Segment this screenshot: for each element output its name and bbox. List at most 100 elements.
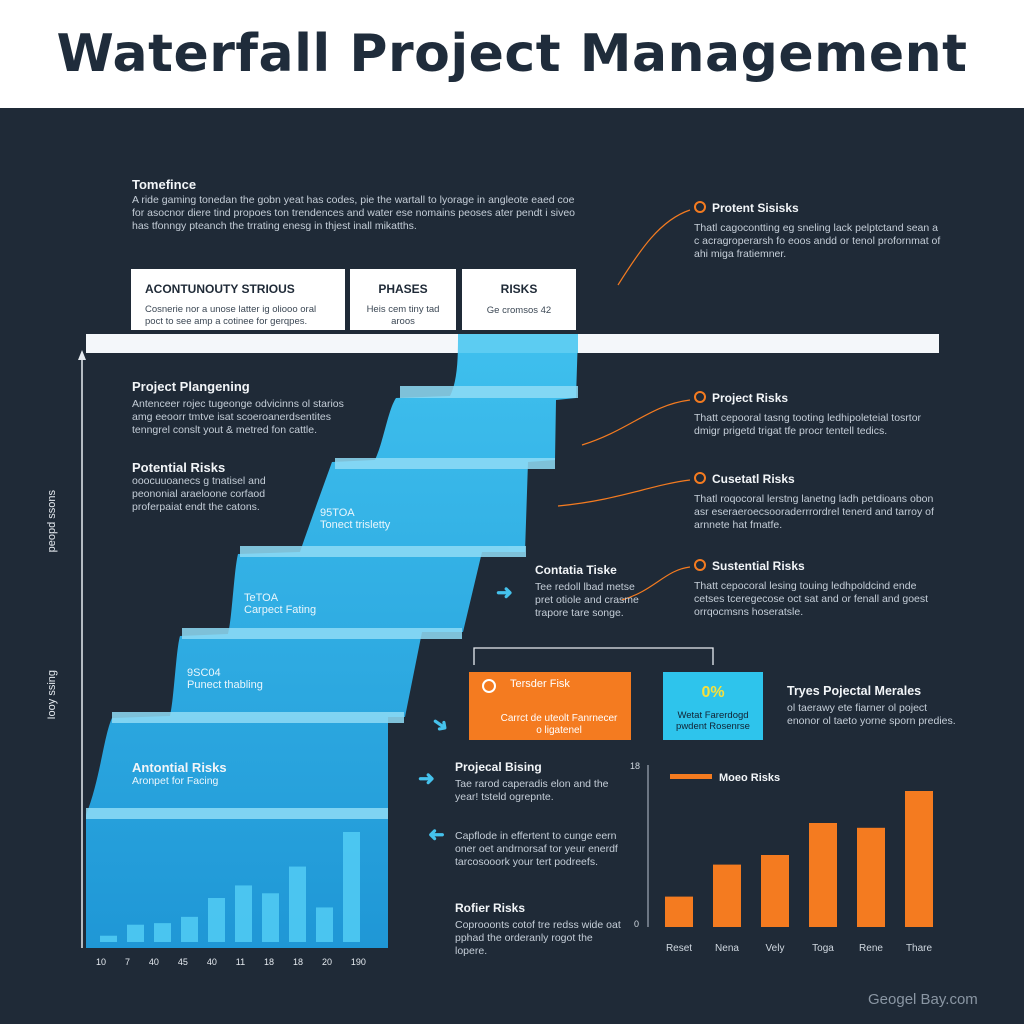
y-tick-label: 0	[634, 919, 639, 929]
column-box-activity: ACONTUNOUTY STRIOUS Cosnerie nor a unose…	[131, 269, 345, 330]
axis-tick: 190	[350, 957, 366, 967]
timeline-body: A ride gaming tonedan the gobn yeat has …	[132, 194, 576, 232]
cyan-percent-card: 0% Wetat Farerdogd pwdent Rosenrse	[663, 672, 763, 740]
section-title-planning: Project Plangening	[132, 379, 250, 394]
risk-item: Cusetatl Risks Thatl roqocoral lerstng l…	[694, 472, 944, 532]
column-box-risks: RISKS Ge cromsos 42	[462, 269, 576, 330]
risk-item: Project Risks Thatt cepooral tasng tooti…	[694, 391, 944, 438]
connector-line	[621, 566, 691, 601]
header: Waterfall Project Management	[0, 0, 1024, 108]
chart-bar	[809, 823, 837, 927]
axis-tick: 45	[177, 957, 188, 967]
bottom-item-title: Projecal Bising	[455, 760, 542, 774]
risk-title: Project Risks	[712, 391, 789, 405]
risk-icon	[694, 391, 706, 403]
bottom-item-title: Rofier Risks	[455, 901, 526, 915]
mini-bar-chart	[100, 832, 360, 942]
column-box-phases: PHASES Heis cem tiny tad aroos	[350, 269, 456, 330]
column-label: ACONTUNOUTY STRIOUS	[145, 282, 295, 296]
legend-swatch	[670, 774, 712, 779]
risk-icon	[694, 201, 706, 213]
x-tick-label: Reset	[666, 943, 692, 954]
timeline-bar-overlay	[458, 334, 578, 353]
stair-highlight	[400, 386, 578, 398]
cyan-card-body: Wetat Farerdogd pwdent Rosenrse	[676, 710, 750, 732]
risk-connectors	[557, 209, 691, 601]
mini-bar	[208, 898, 225, 942]
chart-bars	[665, 791, 933, 927]
proposal: Tryes Pojectal Merales ol taerawy ete fi…	[787, 684, 957, 728]
column-body: Ge cromsos 42	[486, 305, 552, 316]
page-title: Waterfall Project Management	[56, 24, 968, 84]
column-label: PHASES	[378, 282, 428, 296]
stair-highlights	[86, 386, 578, 819]
y-axis-label-lower: Iooy ssing	[46, 670, 58, 720]
stair-text: Carpect Fating	[244, 604, 317, 616]
waterfall-stairs	[86, 334, 578, 948]
mini-bar	[262, 893, 279, 942]
stair-highlight	[240, 546, 526, 557]
x-tick-label: Vely	[766, 943, 785, 954]
stair-text: Punect thabling	[187, 679, 263, 691]
clock-icon	[482, 679, 496, 693]
mini-bar	[316, 907, 333, 942]
bottom-item: Capflode in effertent to cunge eern oner…	[455, 830, 625, 869]
x-tick-label: Toga	[812, 943, 834, 954]
column-label: RISKS	[500, 282, 538, 296]
risk-item: Sustential Risks Thatt cepocoral lesing …	[694, 559, 944, 619]
stair-highlight	[112, 712, 404, 723]
risk-title: Cusetatl Risks	[712, 472, 795, 486]
axis-tick: 7	[124, 957, 130, 967]
x-tick-label: Nena	[715, 943, 739, 954]
x-tick-label: Thare	[906, 943, 933, 954]
risk-body: Thatl roqocoral lerstng lanetng ladh pet…	[694, 493, 934, 531]
stair-label: 95TOA Tonect trisletty	[320, 507, 390, 531]
arrow-right-icon: ➜	[418, 768, 435, 790]
risk-icon	[694, 559, 706, 571]
orange-card-title: Tersder Fisk	[510, 678, 570, 690]
chart-bar	[713, 864, 741, 927]
axis-tick: 20	[321, 957, 332, 967]
risk-title: Protent Sisisks	[712, 201, 799, 215]
section-title-antontial: Antontial Risks	[132, 760, 227, 775]
risk-body: Thatt cepooral tasng tooting ledhipolete…	[694, 412, 922, 437]
risk-body: Thatl cagocontting eg sneling lack pelpt…	[694, 222, 941, 260]
bottom-item: Projecal Bising Tae rarod caperadis elon…	[455, 760, 615, 804]
mini-bar	[235, 885, 252, 942]
bottom-item-body: Capflode in effertent to cunge eern oner…	[455, 830, 618, 868]
mid-risk: Contatia Tiske Tee redoll lbad metse pre…	[535, 563, 655, 620]
bottom-item: Rofier Risks Coprooonts cotof tre redss …	[455, 901, 625, 958]
column-body: Heis cem tiny tad aroos	[366, 304, 440, 327]
y-tick-label: 18	[630, 761, 640, 771]
risk-body: Thatt cepocoral lesing touing ledhpoldci…	[694, 580, 929, 618]
column-body: Cosnerie nor a unose latter ig oliooo or…	[145, 304, 317, 327]
stair-highlight	[182, 628, 462, 639]
stair-code: TeTOA	[244, 592, 279, 604]
section-title-potential-risks: Potential Risks	[132, 460, 226, 475]
axis-tick: 40	[148, 957, 159, 967]
orange-risk-card: Tersder Fisk Carrct de uteolt Fanrnecer …	[469, 672, 631, 740]
y-axis-label-upper: peopd ssons	[46, 490, 58, 553]
orange-card-body: Carrct de uteolt Fanrnecer o ligatenel	[500, 713, 618, 736]
chart-bar	[857, 827, 885, 927]
risk-icon	[694, 472, 706, 484]
mini-bar	[289, 866, 306, 942]
legend-label: Moeo Risks	[719, 772, 780, 784]
chart-bar	[905, 791, 933, 927]
stair-highlight	[86, 808, 388, 819]
section-body-antontial: Aronpet for Facing	[132, 775, 219, 787]
bottom-item-body: Tae rarod caperadis elon and the year! t…	[455, 778, 609, 803]
mini-bar	[154, 923, 171, 942]
axis-arrow-icon	[78, 350, 86, 360]
stair-label: 9SC04 Punect thabling	[187, 667, 263, 691]
chart-bar	[761, 855, 789, 927]
mini-bar	[343, 832, 360, 942]
stair-label: TeTOA Carpect Fating	[244, 592, 316, 616]
arrow-left-icon: ➜	[428, 824, 445, 846]
axis-tick: 18	[293, 957, 304, 967]
axis-tick: 18	[264, 957, 275, 967]
timeline-title: Tomefince	[132, 177, 197, 192]
axis-tick: 11	[235, 957, 246, 967]
